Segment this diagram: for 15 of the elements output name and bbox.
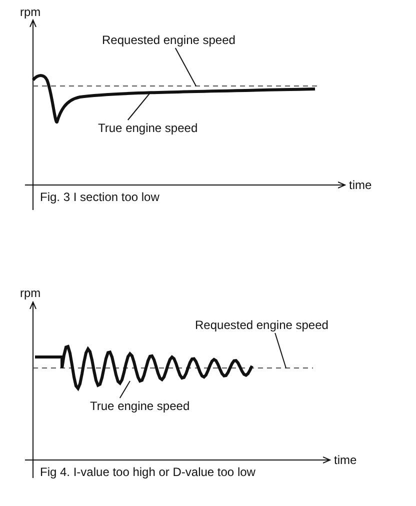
speed-curve — [32, 74, 316, 124]
axis-label: rpm — [20, 5, 41, 19]
leader-line — [274, 332, 286, 368]
curve-label: True engine speed — [90, 399, 190, 413]
leader-line — [127, 92, 150, 120]
axis-label: rpm — [20, 286, 41, 300]
curve-label: Requested engine speed — [195, 318, 328, 332]
axis-label: time — [349, 178, 372, 192]
figure-caption: Fig. 3 I section too low — [40, 190, 160, 204]
leader-line — [119, 380, 130, 398]
axis-label: time — [334, 453, 357, 467]
curve-label: True engine speed — [98, 121, 198, 135]
curve-label: Requested engine speed — [102, 33, 236, 47]
speed-curve — [35, 344, 254, 392]
figure-caption: Fig 4. I-value too high or D-value too low — [40, 465, 256, 479]
